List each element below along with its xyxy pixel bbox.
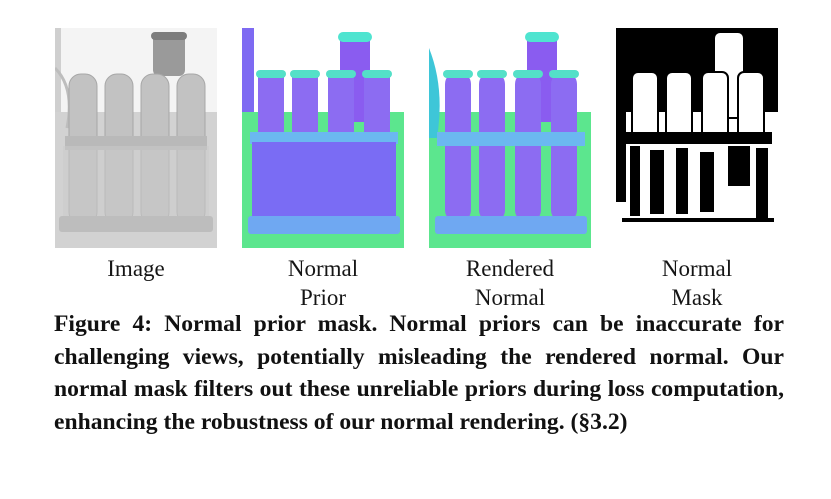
image-label: Image (107, 256, 165, 281)
rendered-normal-label: Rendered Normal (465, 256, 555, 310)
normal-prior-label: Normal Prior (287, 256, 359, 310)
normal-mask-label: Normal Mask (661, 256, 733, 310)
figure-caption: Figure 4: Normal prior mask. Normal prio… (54, 311, 784, 435)
normal-prior-map (242, 28, 404, 248)
test-tube-photo (55, 28, 217, 248)
image-panel (55, 28, 217, 248)
normal-mask-panel (616, 28, 778, 248)
rendered-normal-map (429, 28, 591, 248)
rendered-normal-panel (429, 28, 591, 248)
normal-mask-map (616, 28, 778, 248)
normal-prior-panel (242, 28, 404, 248)
